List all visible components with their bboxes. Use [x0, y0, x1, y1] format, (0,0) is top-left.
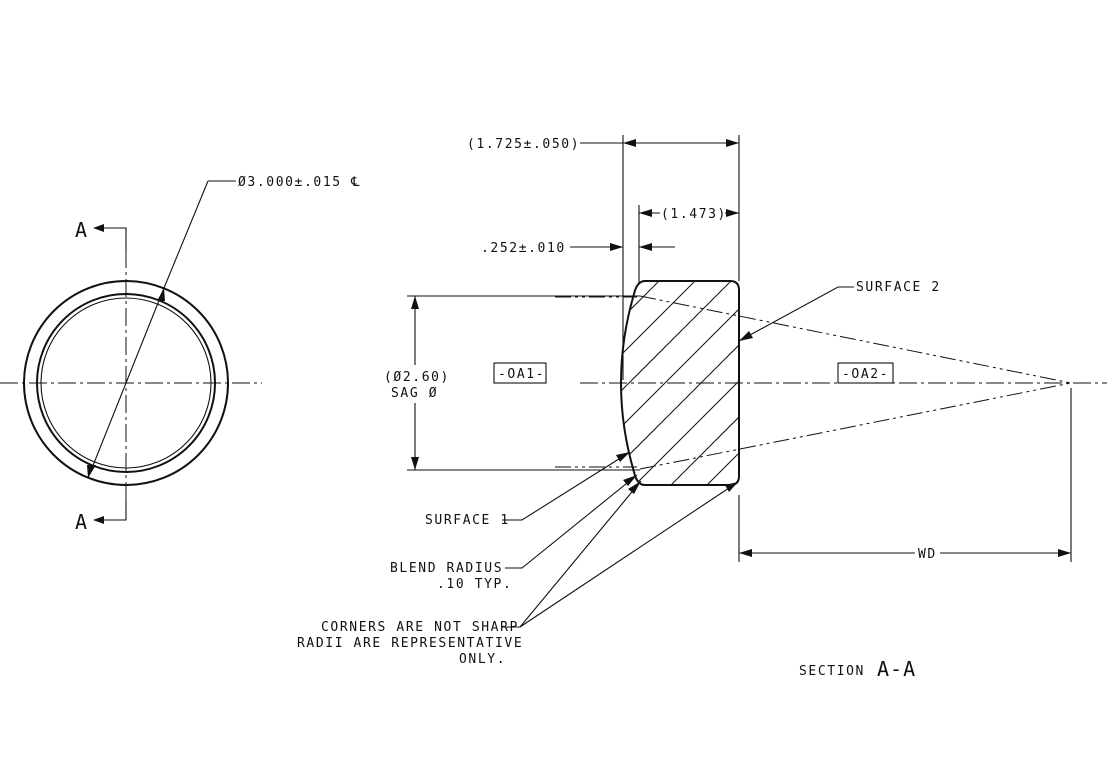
section-marker-top: A — [75, 218, 88, 242]
corners-note-line2: RADII ARE REPRESENTATIVE — [297, 636, 523, 651]
wd-arrow-left — [739, 549, 752, 557]
lens-hatching — [621, 281, 739, 485]
corners-arrow-left — [628, 481, 641, 494]
inner-length-arrow-right — [726, 209, 739, 217]
diameter-arrow-top — [157, 288, 165, 301]
wd-label: WD — [918, 547, 937, 562]
section-title-prefix: SECTION — [799, 664, 865, 679]
overall-length-label: (1.725±.050) — [467, 137, 580, 152]
sag-arrow-lower — [411, 457, 419, 470]
overall-length-arrow-left — [623, 139, 636, 147]
surface-2-arrow — [739, 331, 753, 341]
section-marker-bottom: A — [75, 510, 88, 534]
section-view: (1.725±.050) (1.473) .252±.010 (Ø2.60) S… — [297, 135, 1107, 681]
sag-label: SAG Ø — [391, 386, 438, 401]
inner-length-label: (1.473) — [661, 207, 727, 222]
blend-radius-line2: .10 TYP. — [437, 577, 512, 592]
section-marker-bottom-arrow — [93, 516, 104, 524]
surface-2-leader — [738, 286, 854, 342]
corners-leader-left — [519, 480, 642, 628]
corners-note-line1: CORNERS ARE NOT SHARP — [321, 620, 519, 635]
inner-length-arrow-left — [639, 209, 652, 217]
center-thickness-arrow-right — [639, 243, 652, 251]
surface-1-leader — [502, 451, 631, 521]
surface-1-label: SURFACE 1 — [425, 513, 510, 528]
blend-radius-line1: BLEND RADIUS — [390, 561, 503, 576]
sag-diameter-label: (Ø2.60) — [384, 370, 450, 385]
section-marker-top-arrow — [93, 224, 104, 232]
blend-radius-leader — [505, 474, 638, 569]
lens-outline — [620, 280, 740, 486]
diameter-dimension-line — [87, 287, 165, 479]
center-thickness-label: .252±.010 — [481, 241, 566, 256]
axis-1-label: -OA1- — [498, 367, 545, 382]
wd-arrow-right — [1058, 549, 1071, 557]
surface-2-label: SURFACE 2 — [856, 280, 941, 295]
ray-lower — [639, 382, 1072, 470]
diameter-leader-line — [163, 180, 209, 289]
corners-leader-right — [519, 481, 739, 628]
front-view: Ø3.000±.015 ℄ A A — [0, 175, 361, 534]
inner-ring-circle-2 — [40, 297, 212, 469]
section-marker-bottom-line — [95, 500, 127, 521]
blend-radius-arrow — [623, 475, 637, 486]
axis-1-box — [493, 362, 547, 384]
outer-diameter-circle — [23, 280, 229, 486]
center-thickness-arrow-left — [610, 243, 623, 251]
inner-ring-circle — [36, 293, 216, 473]
corners-note-line3: ONLY. — [459, 652, 506, 667]
sag-arrow-upper — [411, 296, 419, 309]
axis-2-box — [837, 362, 894, 384]
overall-length-arrow-right — [726, 139, 739, 147]
surface-1-arrow — [616, 452, 630, 462]
ray-upper — [639, 295, 1072, 384]
section-marker-top-line — [95, 227, 127, 250]
corners-arrow-right — [725, 482, 738, 492]
diameter-label: Ø3.000±.015 ℄ — [238, 175, 361, 190]
axis-2-label: -OA2- — [842, 367, 889, 382]
diameter-arrow-bottom — [87, 465, 96, 478]
section-title-letters: A-A — [877, 657, 916, 681]
